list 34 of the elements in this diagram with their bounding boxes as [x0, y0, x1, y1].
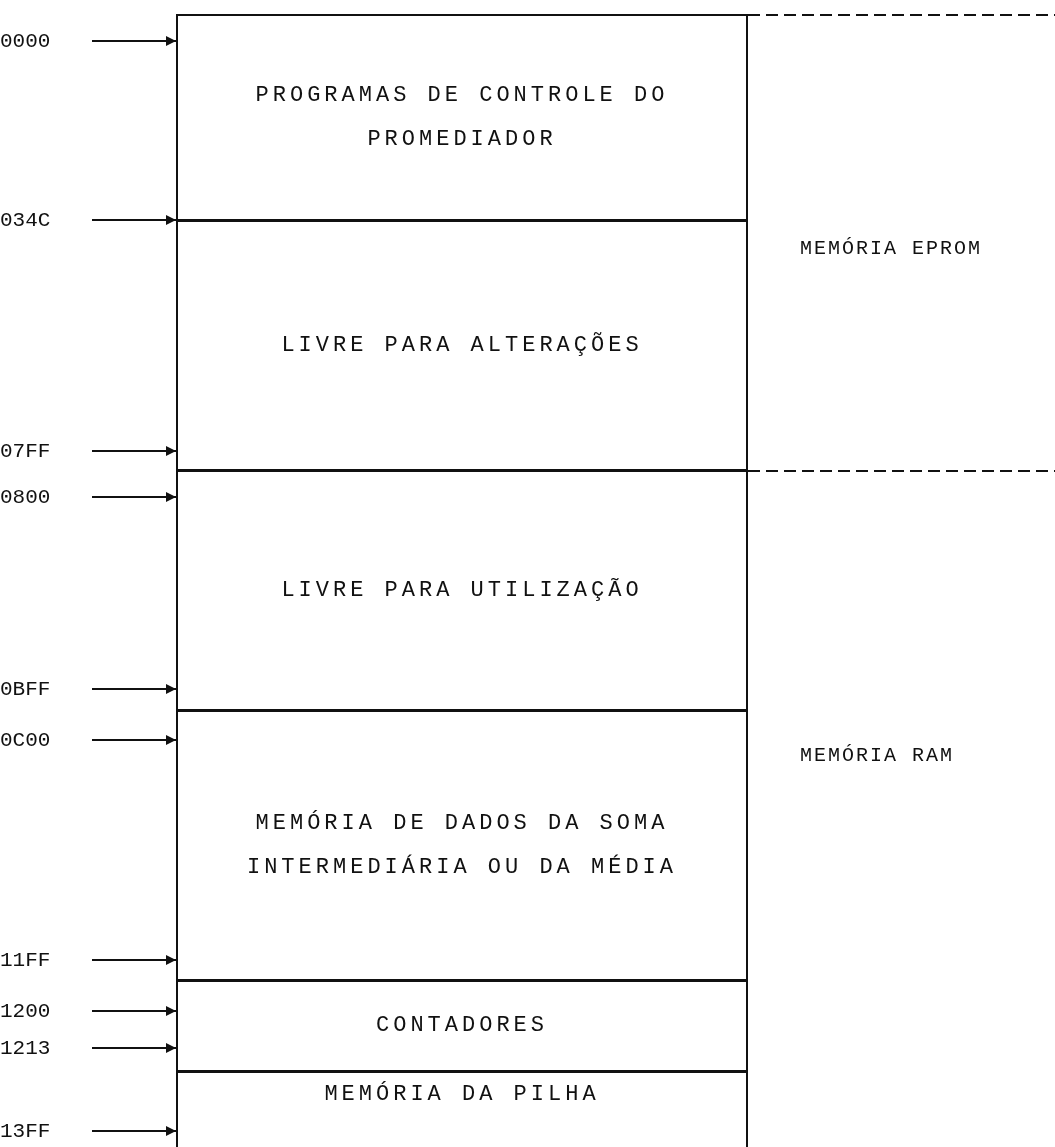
memory-section [176, 710, 748, 981]
arrow [91, 1043, 177, 1053]
address-label: 0000 [0, 30, 84, 52]
address-label: 1213 [0, 1037, 84, 1059]
arrow [91, 1006, 177, 1016]
memory-section [176, 220, 748, 471]
address-label: 13FF [0, 1120, 84, 1142]
arrow [91, 955, 177, 965]
address-label: 034C [0, 209, 84, 231]
arrow [91, 684, 177, 694]
arrow [91, 446, 177, 456]
section-label: MEMÓRIA DE DADOS DA SOMA INTERMEDIÁRIA OU DA MÉDIA [245, 809, 679, 882]
memory-type-label: MEMÓRIA EPROM [800, 236, 983, 260]
arrow [91, 492, 177, 502]
address-label: 0C00 [0, 729, 84, 751]
arrow [91, 36, 177, 46]
section-label: LIVRE PARA ALTERAÇÕES [281, 331, 643, 360]
address-label: 0800 [0, 486, 84, 508]
section-label: MEMÓRIA DA PILHA [324, 1080, 600, 1109]
memory-section [176, 980, 748, 1072]
address-label: 1200 [0, 1000, 84, 1022]
memory-type-label: MEMÓRIA RAM [800, 743, 955, 767]
address-label: 11FF [0, 949, 84, 971]
section-label: LIVRE PARA UTILIZAÇÃO [281, 576, 643, 605]
section-label: CONTADORES [376, 1012, 548, 1040]
section-label: PROGRAMAS DE CONTROLE DO PROMEDIADOR [254, 81, 670, 154]
address-label: 0BFF [0, 678, 84, 700]
arrow [91, 735, 177, 745]
arrow [91, 215, 177, 225]
address-label: 07FF [0, 440, 84, 462]
arrow [91, 1126, 177, 1136]
memory-section [176, 14, 748, 221]
memory-section [176, 1071, 748, 1147]
memory-section [176, 470, 748, 711]
